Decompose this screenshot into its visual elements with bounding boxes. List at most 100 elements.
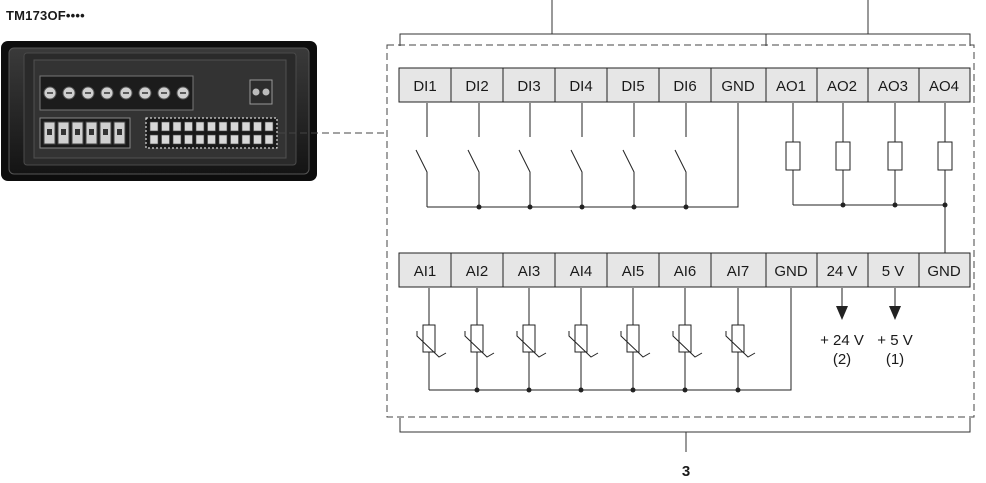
pin-icon — [218, 121, 228, 132]
thermistor-ai7 — [725, 288, 756, 390]
pin-icon — [207, 121, 216, 132]
input-connector-left — [39, 117, 131, 149]
terminal-supply-gnd: GND — [918, 252, 971, 288]
pin-icon — [149, 121, 159, 132]
svg-text:GND: GND — [774, 263, 808, 280]
supply-5v-value: + 5 V — [877, 332, 912, 349]
svg-text:AI4: AI4 — [570, 263, 593, 280]
supply-24v-note: (2) — [833, 351, 851, 368]
svg-text:AI5: AI5 — [622, 263, 645, 280]
switch-di2 — [467, 103, 480, 207]
supply-5v-arrow: + 5 V (1) — [877, 288, 913, 368]
svg-text:AI6: AI6 — [674, 263, 697, 280]
terminal-ai-gnd: GND — [765, 252, 818, 288]
controller-rear-view — [1, 41, 317, 181]
pin-icon — [149, 134, 159, 145]
terminal-ai6: AI6 — [658, 252, 712, 288]
thermistor-ai2 — [464, 288, 495, 390]
terminal-ai1: AI1 — [398, 252, 452, 288]
svg-text:DI3: DI3 — [517, 78, 540, 95]
terminal-di2: DI2 — [450, 67, 504, 103]
top-terminal-strip: DI1 DI2 DI3 DI4 DI5 DI6 GND AO1 AO2 AO3 … — [398, 67, 971, 103]
svg-text:AO3: AO3 — [878, 78, 908, 95]
svg-text:GND: GND — [721, 78, 755, 95]
svg-text:DI1: DI1 — [413, 78, 436, 95]
svg-text:AO4: AO4 — [929, 78, 959, 95]
device-model-label: TM173OF•••• — [6, 8, 85, 23]
pin-icon — [241, 134, 251, 145]
thermistor-ai6 — [672, 288, 703, 390]
svg-text:DI6: DI6 — [673, 78, 696, 95]
pin-icon — [264, 134, 274, 145]
terminal-di6: DI6 — [658, 67, 712, 103]
pin-icon — [207, 134, 216, 145]
terminal-di1: DI1 — [398, 67, 452, 103]
terminal-di3: DI3 — [502, 67, 556, 103]
digital-input-switches — [415, 103, 739, 210]
svg-text:AI3: AI3 — [518, 263, 541, 280]
pin-icon — [172, 134, 182, 145]
terminal-di-gnd: GND — [710, 67, 767, 103]
terminal-ao4: AO4 — [918, 67, 971, 103]
switch-di6 — [674, 103, 687, 207]
svg-text:5 V: 5 V — [882, 263, 905, 280]
thermistor-ai4 — [568, 288, 599, 390]
supply-24v-arrow: + 24 V (2) — [820, 288, 864, 368]
bottom-terminal-strip: AI1 AI2 AI3 AI4 AI5 AI6 AI7 GND 24 V 5 V… — [398, 252, 971, 288]
pin-icon — [195, 121, 205, 132]
pin-icon — [253, 121, 262, 132]
terminal-ao3: AO3 — [867, 67, 920, 103]
terminal-ai3: AI3 — [502, 252, 556, 288]
switch-di5 — [622, 103, 635, 207]
pin-icon — [230, 134, 239, 145]
supply-24v-value: + 24 V — [820, 332, 864, 349]
terminal-ai7: AI7 — [710, 252, 767, 288]
load-ao2 — [835, 103, 851, 205]
ai-common-bus — [429, 288, 792, 391]
terminal-ai4: AI4 — [554, 252, 608, 288]
pin-icon — [218, 134, 228, 145]
screw-terminal-block — [39, 75, 194, 111]
switch-di1 — [415, 103, 428, 207]
analog-output-loads — [785, 103, 953, 247]
thermistor-ai1 — [416, 288, 447, 390]
pin-icon — [230, 121, 239, 132]
svg-text:AO2: AO2 — [827, 78, 857, 95]
module-dashed-border — [386, 44, 975, 418]
svg-text:DI2: DI2 — [465, 78, 488, 95]
bottom-bracket — [399, 418, 971, 452]
svg-text:DI4: DI4 — [569, 78, 592, 95]
callout-number: 3 — [682, 463, 690, 480]
pin-icon — [264, 121, 274, 132]
pin-icon — [184, 121, 193, 132]
pin-icon — [161, 121, 170, 132]
svg-text:DI5: DI5 — [621, 78, 644, 95]
switch-di4 — [570, 103, 583, 207]
two-pin-connector — [249, 79, 273, 105]
terminal-ai5: AI5 — [606, 252, 660, 288]
top-brackets — [399, 0, 971, 46]
svg-text:AO1: AO1 — [776, 78, 806, 95]
terminal-di5: DI5 — [606, 67, 660, 103]
thermistor-ai3 — [516, 288, 547, 390]
svg-text:GND: GND — [927, 263, 961, 280]
svg-text:AI2: AI2 — [466, 263, 489, 280]
svg-text:24 V: 24 V — [827, 263, 858, 280]
load-ao3 — [887, 103, 903, 205]
svg-text:AI7: AI7 — [727, 263, 750, 280]
pin-icon — [172, 121, 182, 132]
pin-icon — [195, 134, 205, 145]
highlighted-io-connector — [145, 117, 278, 149]
pin-icon — [241, 121, 251, 132]
svg-text:AI1: AI1 — [414, 263, 437, 280]
analog-input-thermistors — [416, 288, 756, 390]
terminal-ao1: AO1 — [765, 67, 818, 103]
pin-icon — [253, 134, 262, 145]
thermistor-ai5 — [620, 288, 651, 390]
terminal-ai2: AI2 — [450, 252, 504, 288]
pin-icon — [161, 134, 170, 145]
supply-5v-note: (1) — [886, 351, 904, 368]
terminal-di4: DI4 — [554, 67, 608, 103]
terminal-ao2: AO2 — [816, 67, 869, 103]
